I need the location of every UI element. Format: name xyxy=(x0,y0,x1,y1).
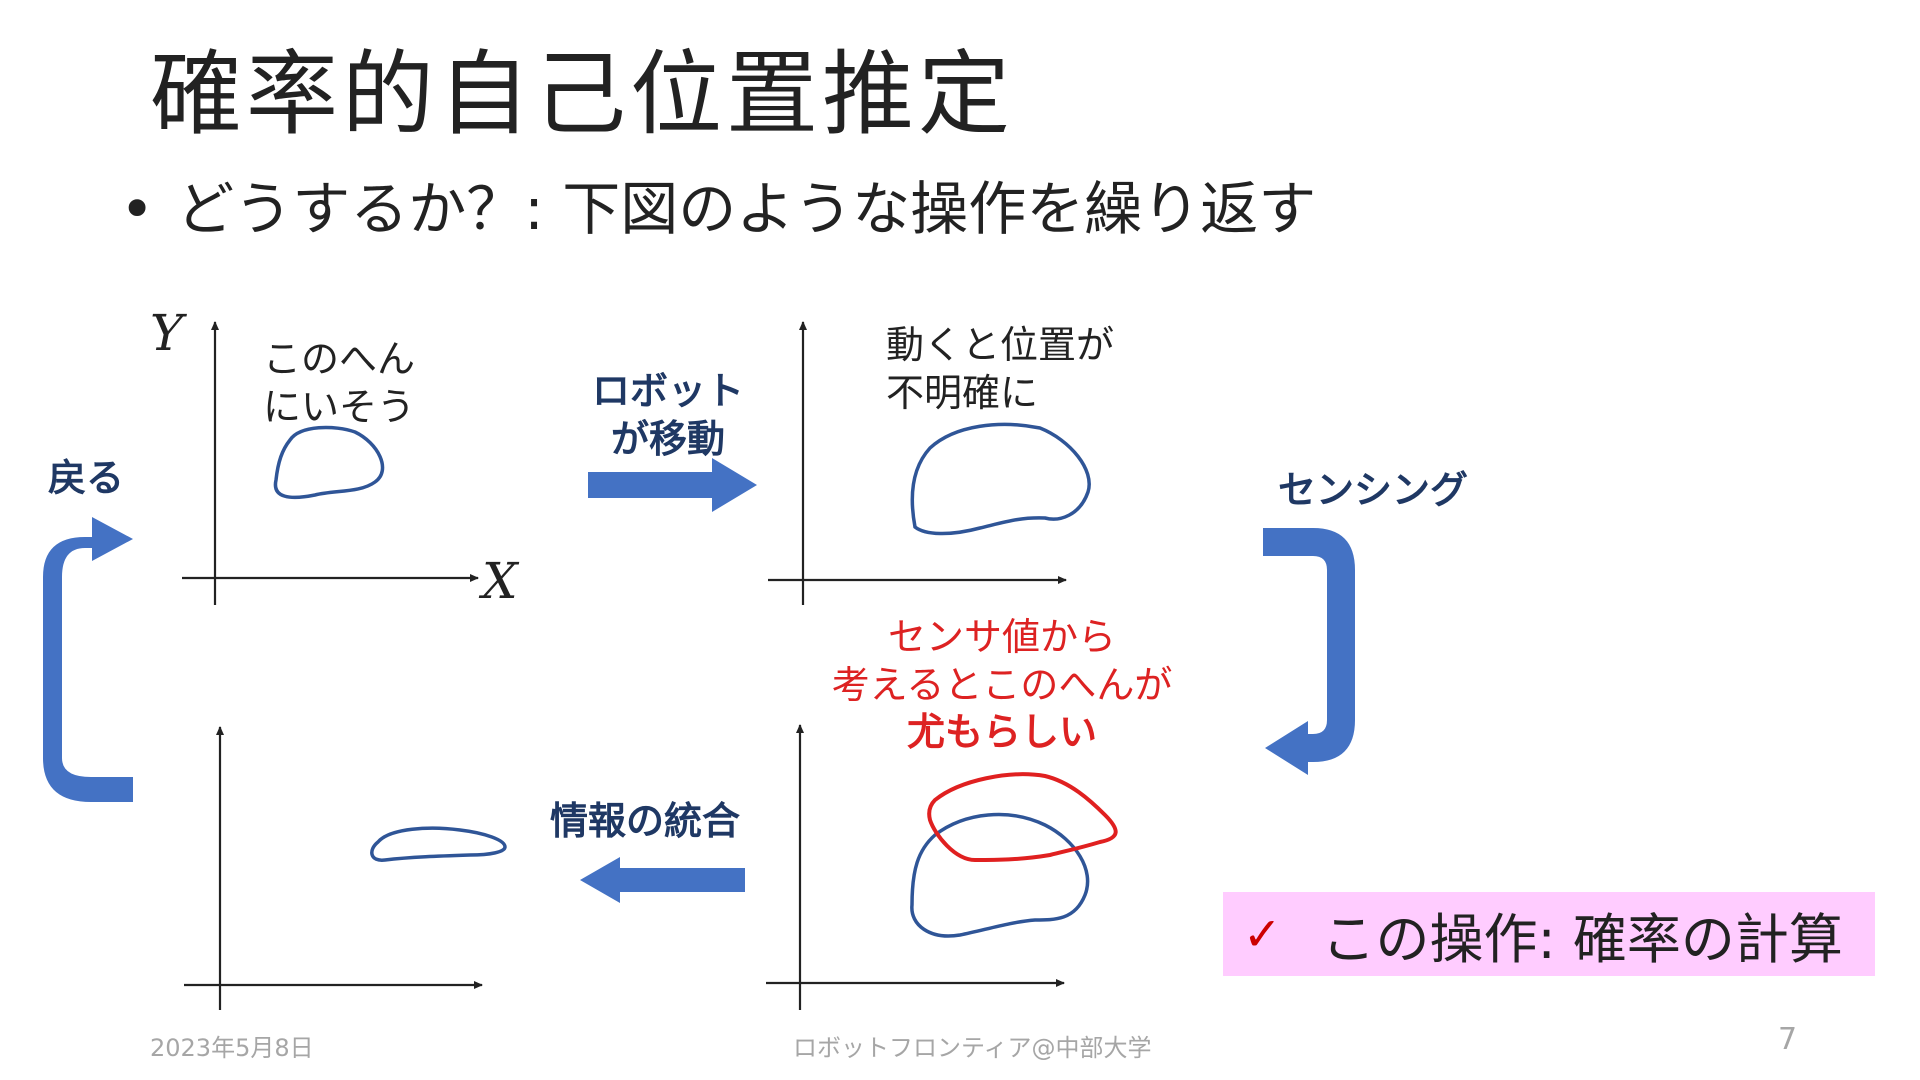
slide-title: 確率的自己位置推定 xyxy=(150,41,1015,148)
bullet-text: どうするか？: 下図のような操作を繰り返す xyxy=(176,175,1317,243)
summary-callout: ✓ この操作: 確率の計算 xyxy=(1223,892,1875,976)
move-arrow xyxy=(588,458,757,512)
panel-after-move-note-line: 不明確に xyxy=(886,370,1039,415)
check-icon: ✓ xyxy=(1243,907,1282,961)
footer-date: 2023年5月8日 xyxy=(150,1034,314,1062)
step-move-label: ロボット が移動 xyxy=(578,368,758,463)
step-sense-label: センシング xyxy=(1278,468,1469,512)
sensor-likelihood-region xyxy=(927,772,1118,863)
posterior-belief-region xyxy=(370,826,507,862)
bullet-point: • どうするか？: 下図のような操作を繰り返す xyxy=(120,175,1316,245)
bullet-dot-icon: • xyxy=(120,175,155,243)
initial-belief-region xyxy=(273,425,385,500)
panel-sensing-note: センサ値から 考えるとこのへんが 尤もらしい xyxy=(812,614,1192,757)
back-arrow xyxy=(43,517,133,802)
panel-after-move-note: 動くと位置が 不明確に xyxy=(886,322,1114,417)
integrate-arrow xyxy=(580,857,745,903)
sensing-arrow xyxy=(1263,528,1355,775)
page-number: 7 xyxy=(1778,1022,1798,1057)
moved-belief-region xyxy=(910,422,1091,536)
panel-sensing-note-line: センサ値から xyxy=(887,615,1116,659)
x-axis-label: X xyxy=(482,552,518,610)
step-integrate-label: 情報の統合 xyxy=(550,799,741,843)
step-move-label-line: ロボット xyxy=(591,369,744,413)
panel-sensing-note-emphasis: 尤もらしい xyxy=(906,710,1097,754)
panel-sensing-note-line: 考えるとこのへんが xyxy=(831,662,1173,707)
panel-initial-note-line: にいそう xyxy=(263,384,416,429)
footer-venue: ロボットフロンティア@中部大学 xyxy=(793,1034,1152,1062)
y-axis-label: Y xyxy=(150,304,184,362)
step-move-label-line: が移動 xyxy=(610,416,725,461)
summary-text: この操作: 確率の計算 xyxy=(1321,907,1843,971)
panel-initial-axes xyxy=(182,321,479,605)
panel-after-move-axes xyxy=(768,321,1067,605)
panel-after-move-note-line: 動くと位置が xyxy=(886,323,1115,367)
panel-sensing-axes xyxy=(766,724,1065,1010)
prior-belief-region xyxy=(910,812,1090,938)
panel-initial-note: このへん にいそう xyxy=(263,336,415,431)
step-back-label: 戻る xyxy=(48,456,125,500)
panel-initial-note-line: このへん xyxy=(263,337,416,381)
panel-integrated-axes xyxy=(184,726,483,1010)
